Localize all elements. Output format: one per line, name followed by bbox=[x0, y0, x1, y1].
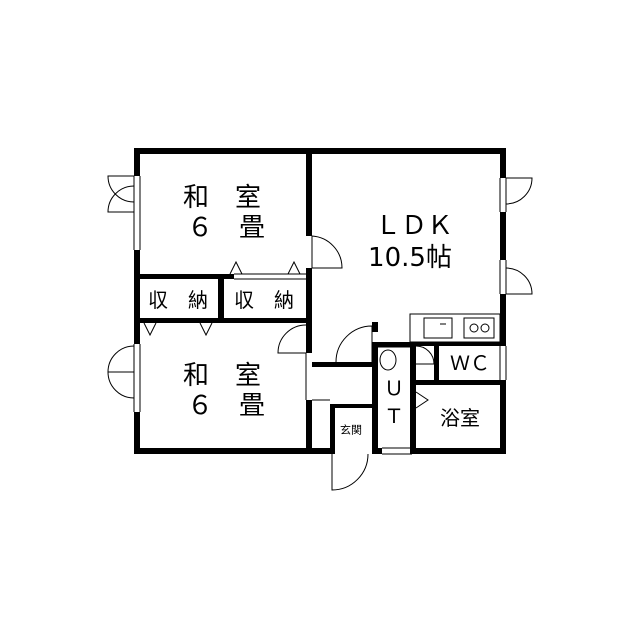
stove-icon bbox=[463, 317, 495, 339]
sink-icon bbox=[423, 317, 453, 339]
interior-walls bbox=[134, 148, 506, 454]
ldk-size: 10.5帖 bbox=[368, 243, 452, 273]
ut-label-top: Ｕ bbox=[384, 376, 404, 400]
closet-doors bbox=[143, 260, 306, 337]
washitsu-top-size: ６ 畳 bbox=[187, 213, 265, 243]
washitsu-bottom-name: 和 室 bbox=[183, 361, 261, 391]
washitsu-top-name: 和 室 bbox=[183, 183, 261, 213]
fixtures bbox=[379, 317, 495, 371]
ldk-name: ＬＤＫ bbox=[375, 211, 453, 241]
room-labels: 和 室 ６ 畳 ＬＤＫ 10.5帖 収 納 収 納 和 室 ６ 畳 ＷＣ 浴室 … bbox=[148, 183, 490, 437]
exterior-walls bbox=[134, 148, 506, 454]
door-swings bbox=[107, 175, 533, 491]
windows bbox=[133, 176, 507, 455]
washbasin-icon bbox=[379, 349, 397, 371]
ut-label-bottom: Ｔ bbox=[384, 404, 404, 428]
wc-label: ＷＣ bbox=[450, 351, 490, 375]
storage-right-label: 収 納 bbox=[234, 288, 294, 312]
washitsu-bottom-size: ６ 畳 bbox=[187, 391, 265, 421]
entrance-label: 玄関 bbox=[340, 423, 362, 437]
bath-label: 浴室 bbox=[440, 406, 480, 430]
storage-left-label: 収 納 bbox=[148, 288, 208, 312]
